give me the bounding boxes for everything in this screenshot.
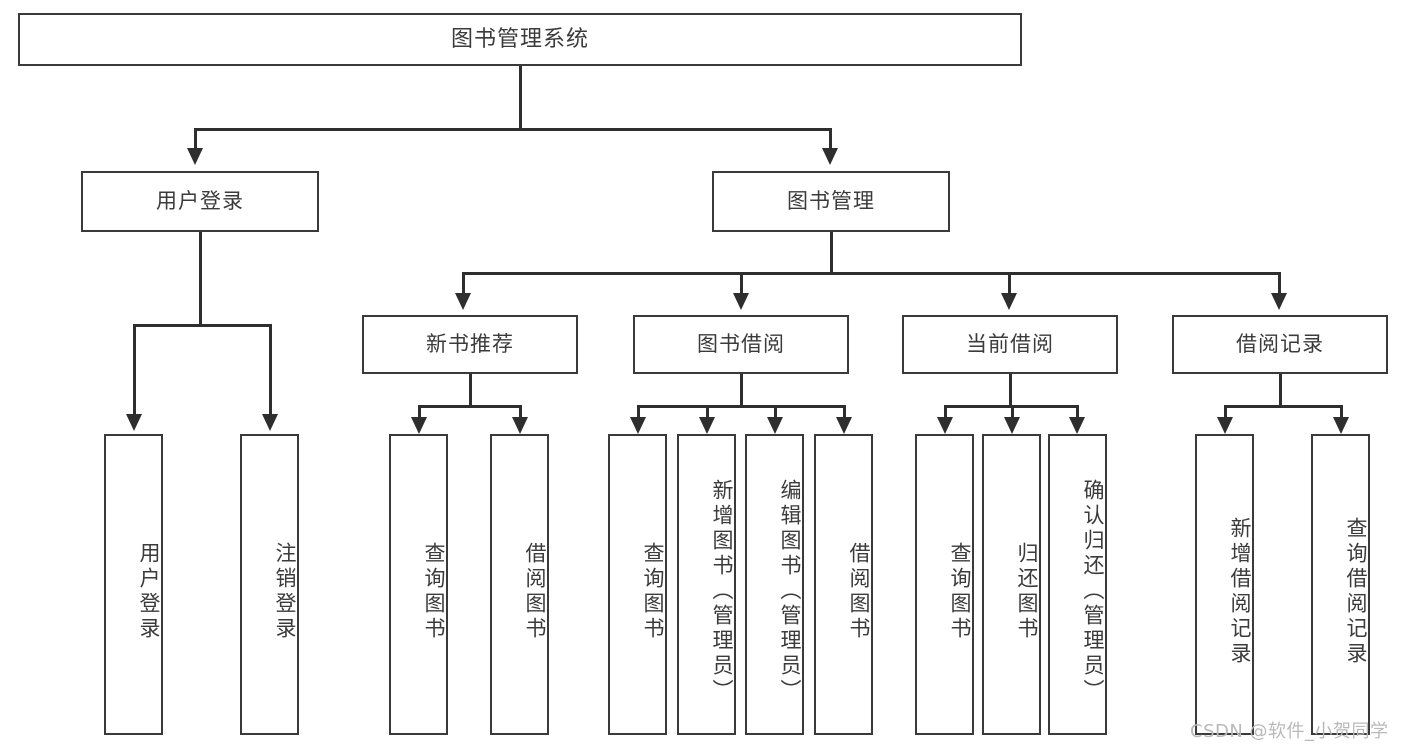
connector-level3-drop-3	[1008, 272, 1011, 293]
arrow-to-user-login	[187, 148, 203, 165]
node-label: 确认归还（管理员）	[1081, 479, 1105, 704]
node-book-borrow[interactable]: 图书借阅	[633, 315, 849, 374]
node-label: 当前借阅	[966, 332, 1054, 357]
connector-user-login-stem	[199, 232, 202, 325]
node-label: 查询图书	[422, 541, 446, 642]
connector-book-manage-stem	[830, 232, 833, 273]
connector-book-borrow-drop-4	[843, 405, 846, 417]
node-label: 借阅图书	[847, 541, 871, 642]
node-new-book-recommend[interactable]: 新书推荐	[362, 315, 578, 374]
node-label: 新增借阅记录	[1228, 516, 1252, 667]
arrow-to-borrow-record	[1271, 293, 1287, 310]
connector-user-login-drop-1	[133, 324, 136, 414]
leaf-query-book-current[interactable]: 查询图书	[915, 434, 974, 735]
arrow-to-book-borrow	[733, 293, 749, 310]
leaf-borrow-book-borrow[interactable]: 借阅图书	[814, 434, 873, 735]
node-label: 新增图书（管理员）	[710, 479, 734, 704]
leaf-return-book[interactable]: 归还图书	[982, 434, 1041, 735]
connector-level3-drop-1	[462, 272, 465, 293]
connector-book-borrow-bus	[637, 405, 846, 408]
leaf-logout[interactable]: 注销登录	[240, 434, 299, 735]
node-user-login[interactable]: 用户登录	[81, 171, 319, 232]
connector-borrow-record-bus	[1224, 405, 1342, 408]
connector-current-borrow-stem	[1009, 374, 1012, 406]
leaf-edit-book-admin[interactable]: 编辑图书（管理员）	[745, 434, 804, 735]
node-label: 注销登录	[273, 541, 297, 642]
connector-level3-drop-2	[740, 272, 743, 293]
node-label: 借阅图书	[523, 541, 547, 642]
connector-new-book-bus	[418, 405, 522, 408]
connector-book-borrow-drop-2	[706, 405, 709, 417]
connector-new-book-drop-2	[519, 405, 522, 417]
connector-new-book-drop-1	[418, 405, 421, 417]
connector-book-borrow-stem	[740, 374, 743, 406]
connector-new-book-stem	[469, 374, 472, 406]
arrow-to-book-manage	[822, 148, 838, 165]
arrow-to-leaf-confirm-return	[1069, 417, 1085, 434]
arrow-to-leaf-query-record	[1333, 417, 1349, 434]
arrow-to-leaf-logout	[262, 414, 278, 431]
arrow-to-leaf-return-book	[1004, 417, 1020, 434]
node-label: 用户登录	[156, 189, 244, 214]
arrow-to-leaf-borrow-book-1	[512, 417, 528, 434]
arrow-to-new-book-recommend	[455, 293, 471, 310]
connector-user-login-drop-2	[269, 324, 272, 414]
node-label: 查询借阅记录	[1344, 516, 1368, 667]
connector-root-stem	[519, 66, 522, 129]
node-label: 查询图书	[641, 541, 665, 642]
connector-borrow-record-stem	[1279, 374, 1282, 406]
connector-level2-drop-right	[829, 128, 832, 148]
node-root-system[interactable]: 图书管理系统	[18, 13, 1022, 66]
connector-level2-drop-left	[194, 128, 197, 148]
node-label: 归还图书	[1015, 541, 1039, 642]
leaf-query-book-borrow[interactable]: 查询图书	[608, 434, 667, 735]
leaf-add-book-admin[interactable]: 新增图书（管理员）	[677, 434, 736, 735]
arrow-to-leaf-query-book-1	[411, 417, 427, 434]
connector-user-login-bus	[133, 324, 271, 327]
arrow-to-leaf-edit-book	[767, 417, 783, 434]
connector-borrow-record-drop-2	[1340, 405, 1343, 417]
node-label: 新书推荐	[426, 332, 514, 357]
arrow-to-leaf-borrow-book-2	[836, 417, 852, 434]
node-label: 图书管理系统	[450, 26, 589, 52]
connector-level3-bus	[462, 272, 1280, 275]
node-label: 图书借阅	[697, 332, 785, 357]
leaf-confirm-return-admin[interactable]: 确认归还（管理员）	[1048, 434, 1107, 735]
connector-book-borrow-drop-1	[637, 405, 640, 417]
connector-current-borrow-drop-1	[944, 405, 947, 417]
leaf-user-login[interactable]: 用户登录	[104, 434, 163, 735]
arrow-to-leaf-user-login	[126, 414, 142, 431]
node-current-borrow[interactable]: 当前借阅	[902, 315, 1118, 374]
arrow-to-current-borrow	[1001, 293, 1017, 310]
arrow-to-leaf-query-book-2	[630, 417, 646, 434]
connector-borrow-record-drop-1	[1224, 405, 1227, 417]
node-label: 借阅记录	[1236, 332, 1324, 357]
node-book-manage[interactable]: 图书管理	[712, 171, 950, 232]
arrow-to-leaf-query-book-3	[937, 417, 953, 434]
connector-current-borrow-drop-3	[1076, 405, 1079, 417]
arrow-to-leaf-add-record	[1217, 417, 1233, 434]
node-label: 用户登录	[137, 541, 161, 642]
connector-level2-bus	[194, 128, 831, 131]
node-borrow-record[interactable]: 借阅记录	[1172, 315, 1388, 374]
connector-level3-drop-4	[1278, 272, 1281, 293]
leaf-query-borrow-record[interactable]: 查询借阅记录	[1311, 434, 1370, 735]
arrow-to-leaf-add-book	[699, 417, 715, 434]
leaf-borrow-book-recommend[interactable]: 借阅图书	[490, 434, 549, 735]
node-label: 图书管理	[787, 189, 875, 214]
leaf-add-borrow-record[interactable]: 新增借阅记录	[1195, 434, 1254, 735]
connector-book-borrow-drop-3	[774, 405, 777, 417]
leaf-query-book-recommend[interactable]: 查询图书	[389, 434, 448, 735]
connector-current-borrow-drop-2	[1011, 405, 1014, 417]
node-label: 编辑图书（管理员）	[778, 479, 802, 704]
node-label: 查询图书	[948, 541, 972, 642]
